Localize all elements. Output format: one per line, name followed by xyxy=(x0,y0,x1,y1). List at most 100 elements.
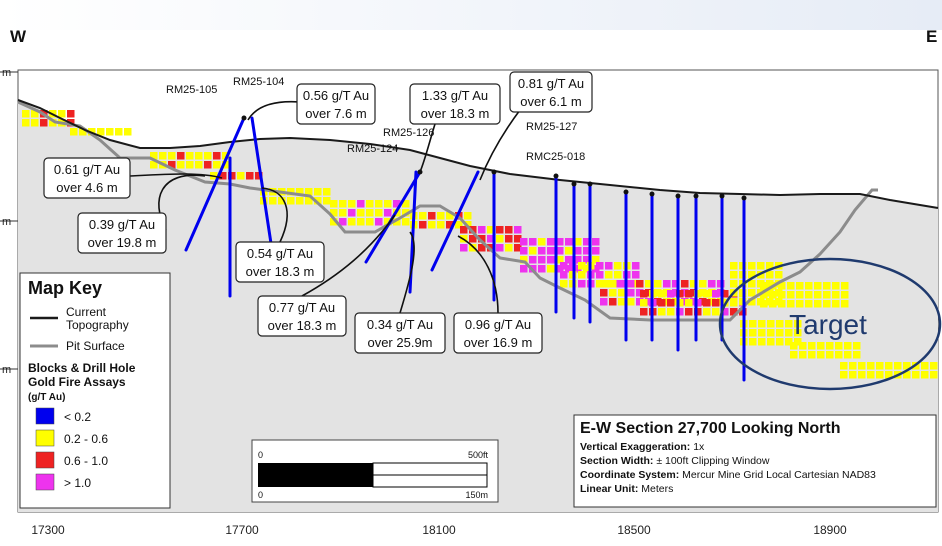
assay-block xyxy=(840,371,848,379)
assay-block xyxy=(790,342,798,350)
assay-block xyxy=(323,197,331,205)
title-row-value: Mercur Mine Grid Local Cartesian NAD83 xyxy=(679,469,876,481)
assay-block xyxy=(150,161,158,169)
assay-block xyxy=(805,291,813,299)
collar-marker xyxy=(241,115,247,121)
scale-bar-white-bottom xyxy=(372,474,488,488)
assay-block xyxy=(785,329,793,337)
assay-block xyxy=(627,298,635,306)
assay-block xyxy=(667,290,675,298)
assay-block xyxy=(894,362,902,370)
assay-block xyxy=(841,282,849,290)
assay-block xyxy=(823,300,831,308)
assay-block xyxy=(446,221,454,229)
collar-marker xyxy=(649,191,655,197)
hole-label: RM25-126 xyxy=(383,127,434,139)
assay-block xyxy=(749,338,757,346)
assay-block xyxy=(592,247,600,255)
y-tick-label: m xyxy=(2,216,11,228)
assay-block xyxy=(384,209,392,217)
assay-block xyxy=(858,371,866,379)
collar-marker xyxy=(693,193,699,199)
assay-block xyxy=(339,218,347,226)
assay-block xyxy=(645,298,653,306)
assay-block xyxy=(672,298,680,306)
title-row-label: Vertical Exaggeration: xyxy=(580,441,690,453)
assay-block xyxy=(22,110,30,118)
assay-block xyxy=(775,271,783,279)
assay-block xyxy=(469,226,477,234)
topo-key-label: Topography xyxy=(66,318,129,332)
assay-block xyxy=(514,226,522,234)
swatch-vhigh xyxy=(35,473,55,491)
assay-block xyxy=(487,226,495,234)
callout-length: over 7.6 m xyxy=(305,106,366,121)
assay-block xyxy=(685,290,693,298)
bin-label: 0.2 - 0.6 xyxy=(64,432,108,446)
assay-block xyxy=(730,262,738,270)
assay-block xyxy=(366,209,374,217)
leader-line xyxy=(479,109,521,181)
assay-block xyxy=(694,308,702,316)
drill-hole xyxy=(430,170,480,272)
assay-block xyxy=(748,262,756,270)
collar-marker xyxy=(553,173,559,179)
assay-block xyxy=(776,338,784,346)
assay-block xyxy=(676,290,684,298)
assay-block xyxy=(605,262,613,270)
assay-block xyxy=(632,262,640,270)
assay-block xyxy=(799,351,807,359)
assay-block xyxy=(776,329,784,337)
assay-block xyxy=(766,262,774,270)
assay-block xyxy=(314,197,322,205)
leader-line xyxy=(247,100,301,121)
assay-block xyxy=(805,300,813,308)
assay-block xyxy=(402,218,410,226)
assay-block xyxy=(685,308,693,316)
assay-block xyxy=(375,200,383,208)
assay-block xyxy=(204,161,212,169)
assay-block xyxy=(618,280,626,288)
hole-label: RM25-127 xyxy=(526,121,577,133)
assay-block xyxy=(296,197,304,205)
assay-block xyxy=(605,280,613,288)
title-row-value: ± 100ft Clipping Window xyxy=(653,455,769,467)
assay-block xyxy=(778,282,786,290)
assay-block xyxy=(478,244,486,252)
bin-label: 0.6 - 1.0 xyxy=(64,454,108,468)
hole-label: RMC25-018 xyxy=(526,151,585,163)
swatch-mid xyxy=(35,429,55,447)
assay-block xyxy=(402,200,410,208)
assay-block xyxy=(529,256,537,264)
assay-block xyxy=(478,235,486,243)
assay-block xyxy=(600,298,608,306)
bin-label: < 0.2 xyxy=(64,410,91,424)
assay-block xyxy=(690,280,698,288)
assay-block xyxy=(826,351,834,359)
assay-block xyxy=(357,209,365,217)
map-key-title: Map Key xyxy=(28,278,102,298)
title-row-label: Section Width: xyxy=(580,455,653,467)
assay-block xyxy=(794,329,802,337)
assay-block xyxy=(600,289,608,297)
callout-length: over 25.9m xyxy=(367,335,432,350)
assay-block xyxy=(799,342,807,350)
assay-block xyxy=(505,244,513,252)
assay-block xyxy=(514,235,522,243)
assay-block xyxy=(330,218,338,226)
assay-block xyxy=(556,256,564,264)
assay-block xyxy=(769,300,777,308)
assay-block xyxy=(766,271,774,279)
assay-block xyxy=(583,265,591,273)
assay-block xyxy=(560,262,568,270)
assay-block xyxy=(393,218,401,226)
assay-block xyxy=(556,247,564,255)
current-topography-line xyxy=(17,99,939,209)
assay-block xyxy=(556,238,564,246)
collar-marker xyxy=(491,169,497,175)
assay-block xyxy=(213,161,221,169)
assay-block xyxy=(228,172,236,180)
callout-grade: 1.33 g/T Au xyxy=(422,88,488,103)
